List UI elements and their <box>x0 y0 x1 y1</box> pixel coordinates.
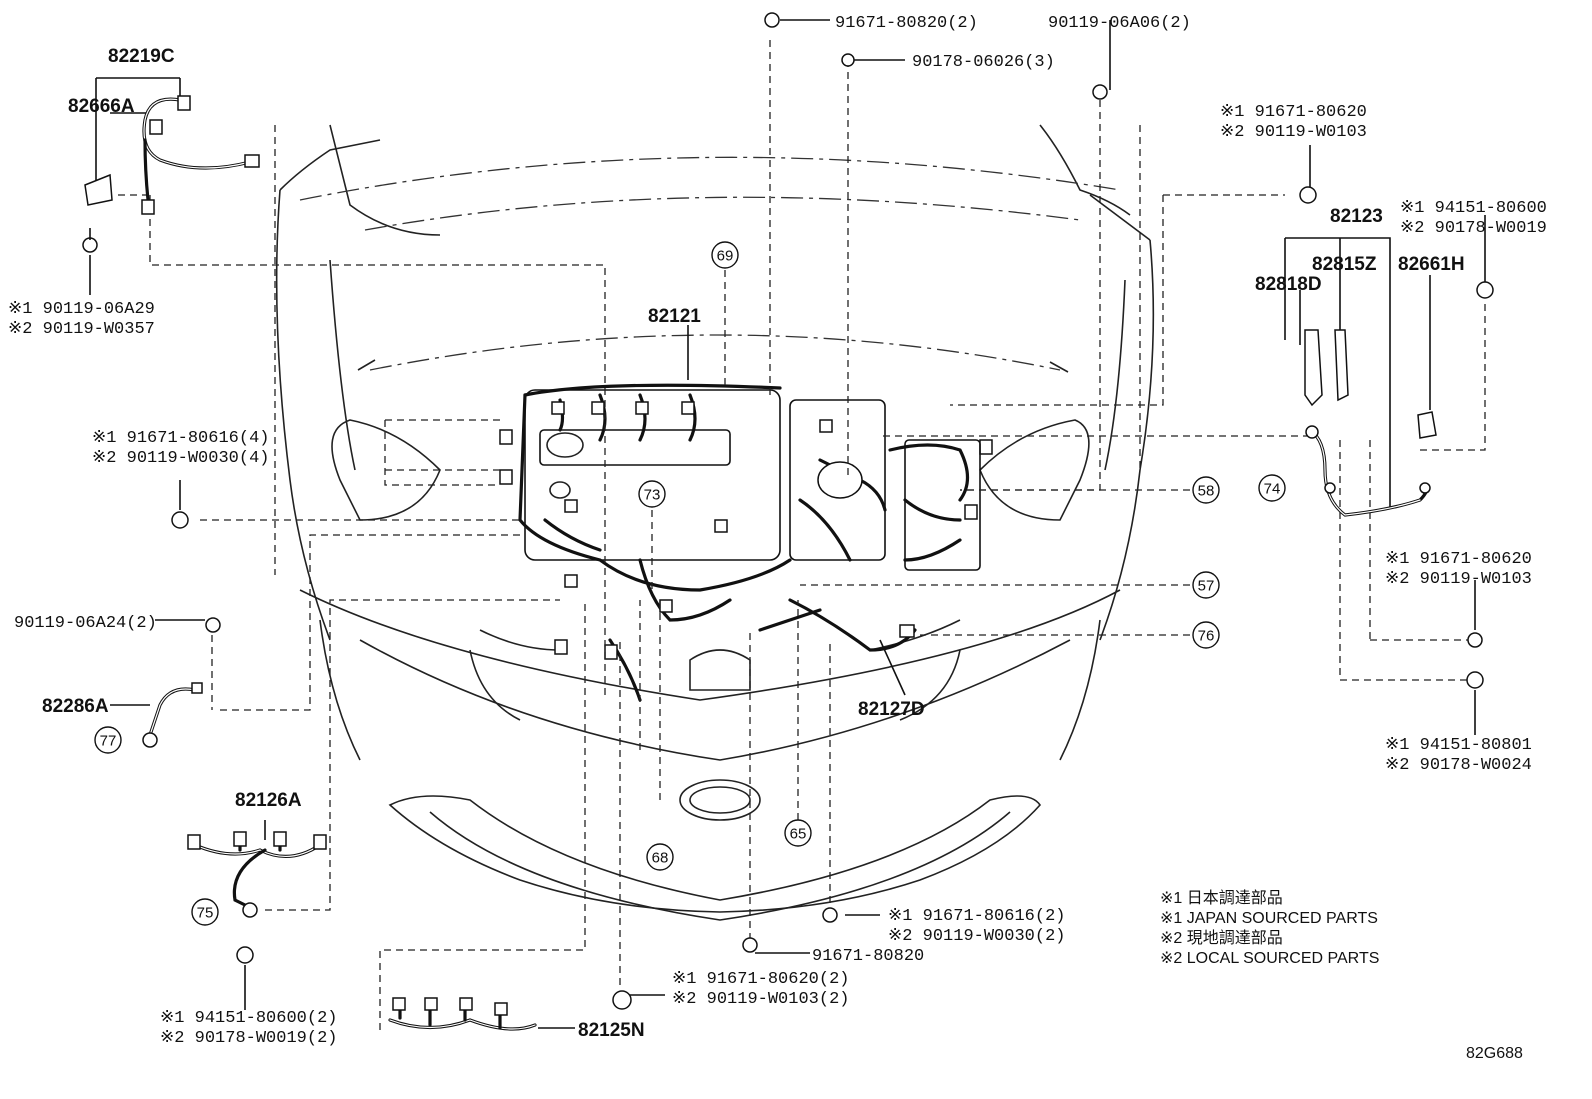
bracket-82818D <box>1304 329 1323 407</box>
svg-text:76: 76 <box>1198 628 1215 645</box>
leader-lines <box>118 40 1486 1030</box>
label-fastener-left-top-1: ※1 90119-06A29 <box>8 300 155 319</box>
label-fastener-right-top-1: ※1 91671-80620 <box>1220 103 1367 122</box>
label-fastener-top-right: 90119-06A06(2) <box>1048 14 1191 33</box>
svg-text:77: 77 <box>100 733 117 750</box>
label-82123: 82123 <box>1330 206 1383 227</box>
legend-line-4: ※2 LOCAL SOURCED PARTS <box>1160 950 1379 967</box>
solid-leaders <box>89 19 1486 1029</box>
svg-text:58: 58 <box>1198 483 1215 500</box>
bracket-82666A <box>84 173 113 206</box>
label-fastener-bottom-bolt: 91671-80820 <box>812 947 924 966</box>
callout-65: 65 <box>784 819 812 847</box>
label-fastener-right-mid-1: ※1 91671-80620 <box>1385 550 1532 569</box>
label-82127D: 82127D <box>858 699 925 720</box>
label-fastener-bottom-left-1: ※1 94151-80600(2) <box>160 1009 337 1028</box>
label-82815Z: 82815Z <box>1312 254 1377 275</box>
label-fastener-left-top-2: ※2 90119-W0357 <box>8 320 155 339</box>
label-fastener-bottom-right-1: ※1 91671-80616(2) <box>888 907 1065 926</box>
svg-text:73: 73 <box>644 487 661 504</box>
label-fastener-right-top-2: ※2 90119-W0103 <box>1220 123 1367 142</box>
label-82661H: 82661H <box>1398 254 1465 275</box>
label-fastener-top-bolt: 91671-80820(2) <box>835 14 978 33</box>
callout-76: 76 <box>1192 621 1220 649</box>
fastener-glyphs <box>171 12 1494 1010</box>
label-fastener-left-low: 90119-06A24(2) <box>14 614 157 633</box>
harness-82126A <box>187 831 327 918</box>
label-82125N: 82125N <box>578 1020 645 1041</box>
label-fastener-bottom-mid-2: ※2 90119-W0103(2) <box>672 990 849 1009</box>
bolt-left-top <box>82 228 98 253</box>
label-fastener-right-mid-2: ※2 90119-W0103 <box>1385 570 1532 589</box>
diagram-code: 82G688 <box>1466 1045 1523 1062</box>
callout-75: 75 <box>191 898 219 926</box>
svg-text:68: 68 <box>652 850 669 867</box>
legend: ※1 日本調達部品 ※1 JAPAN SOURCED PARTS ※2 現地調達… <box>1160 889 1379 967</box>
callout-69: 69 <box>711 241 739 269</box>
engine-harness-82121 <box>499 383 993 702</box>
label-fastener-left-mid-1: ※1 91671-80616(4) <box>92 429 269 448</box>
svg-text:69: 69 <box>717 248 734 265</box>
label-82219C: 82219C <box>108 46 175 67</box>
clip-82661H <box>1417 411 1437 439</box>
label-fastener-bottom-left-2: ※2 90178-W0019(2) <box>160 1029 337 1048</box>
svg-text:75: 75 <box>197 905 214 922</box>
legend-line-3: ※2 現地調達部品 <box>1160 929 1283 947</box>
callout-68: 68 <box>646 843 674 871</box>
label-fastener-top-clip: 90178-06026(3) <box>912 53 1055 72</box>
svg-text:74: 74 <box>1264 481 1281 498</box>
label-82126A: 82126A <box>235 790 302 811</box>
label-fastener-right-low-2: ※2 90178-W0024 <box>1385 756 1532 775</box>
legend-line-2: ※1 JAPAN SOURCED PARTS <box>1160 910 1378 927</box>
label-fastener-right-low-1: ※1 94151-80801 <box>1385 736 1532 755</box>
svg-text:57: 57 <box>1198 578 1215 595</box>
callout-73: 73 <box>638 480 666 508</box>
label-82121: 82121 <box>648 306 701 327</box>
harness-82219C <box>141 95 260 215</box>
label-82818D: 82818D <box>1255 274 1322 295</box>
callout-74: 74 <box>1258 474 1286 502</box>
label-fastener-bottom-right-2: ※2 90119-W0030(2) <box>888 927 1065 946</box>
label-82666A: 82666A <box>68 96 135 117</box>
callout-77: 77 <box>94 726 122 754</box>
label-fastener-bottom-mid-1: ※1 91671-80620(2) <box>672 970 849 989</box>
harness-82123 <box>1305 425 1431 517</box>
car-body-outline <box>275 124 1155 921</box>
harness-82286A <box>142 682 203 748</box>
label-fastener-right-clip-1: ※1 94151-80600 <box>1400 199 1547 218</box>
label-fastener-left-mid-2: ※2 90119-W0030(4) <box>92 449 269 468</box>
legend-line-1: ※1 日本調達部品 <box>1160 889 1283 907</box>
label-fastener-right-clip-2: ※2 90178-W0019 <box>1400 219 1547 238</box>
harness-82125N <box>388 997 537 1031</box>
bracket-82815Z <box>1334 329 1349 402</box>
callout-57: 57 <box>1192 571 1220 599</box>
label-82286A: 82286A <box>42 696 109 717</box>
callout-58: 58 <box>1192 476 1220 504</box>
svg-text:65: 65 <box>790 826 807 843</box>
